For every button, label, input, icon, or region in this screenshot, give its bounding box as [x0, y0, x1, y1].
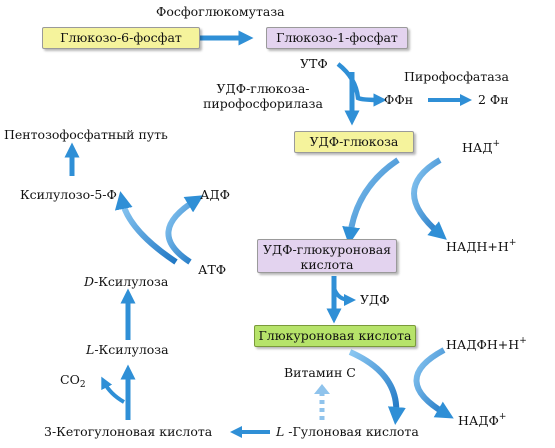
- l-xylulose-prefix: L: [86, 342, 95, 357]
- arrow-vitaminc-head: [314, 384, 330, 394]
- label-vitamin-c: Витамин С: [284, 365, 356, 380]
- label-l-gulonic-acid: L -Гулоновая кислота: [276, 425, 419, 439]
- box-udp-glucuronic-acid: УДФ-глюкуроновая кислота: [257, 239, 397, 273]
- arrow-udpglucose-udpglucuronic: [342, 157, 400, 245]
- label-utp: УТФ: [300, 56, 328, 71]
- arrow-atp-adp: [165, 195, 204, 265]
- label-l-xylulose: L-Ксилулоза: [86, 343, 169, 357]
- arrow-udp-release: [332, 287, 356, 306]
- nad-sup: +: [492, 139, 501, 149]
- nad-text: НАД: [462, 140, 493, 155]
- arrow-glucuronic-gulonic: [348, 349, 406, 425]
- co2-sub: 2: [79, 380, 86, 390]
- label-ppi: ФФн: [384, 92, 414, 107]
- label-xylulose-5-phosphate: Ксилулозо-5-Ф: [20, 187, 117, 202]
- enzyme-udp-glucose-pyrophosphorylase-1: УДФ-глюкоза-: [216, 81, 310, 96]
- box-glucose-6-phosphate: Глюкозо-6-фосфат: [42, 27, 200, 49]
- label-co2: СО2: [60, 372, 86, 390]
- arrow-co2-release: [101, 376, 126, 404]
- label-atp: АТФ: [198, 262, 227, 277]
- label-2pi: 2 Фн: [478, 92, 509, 107]
- arrow-nadph-nadp: [413, 347, 454, 419]
- nadh-text: НАДН+Н: [446, 239, 509, 254]
- label-3-ketogulonic-acid: 3-Кетогулоновая кислота: [44, 424, 213, 439]
- udp-glucuronic-line-1: УДФ-глюкуроновая: [262, 242, 392, 257]
- enzyme-phosphoglucomutase: Фосфоглюкомутаза: [156, 4, 285, 19]
- box-glucuronic-acid: Глюкуроновая кислота: [254, 325, 416, 347]
- d-xylulose-text: -Ксилулоза: [94, 274, 169, 289]
- nadh-sup: +: [508, 238, 517, 248]
- nadph-text: НАДФН+Н: [446, 337, 520, 352]
- l-gulonic-prefix: L: [276, 424, 285, 439]
- label-udp: УДФ: [360, 292, 390, 307]
- enzyme-udp-glucose-pyrophosphorylase-2: пирофосфорилаза: [203, 96, 323, 111]
- enzyme-pyrophosphatase: Пирофосфатаза: [404, 69, 509, 84]
- co2-text: СО: [60, 372, 80, 387]
- label-nad: НАД+: [462, 139, 501, 155]
- label-pentose-phosphate-path: Пентозофосфатный путь: [4, 127, 168, 142]
- nadph-sup: +: [519, 336, 527, 346]
- arrow-utp-ppi: [336, 62, 387, 107]
- arrow-nad-nadh: [411, 157, 447, 240]
- l-gulonic-text: -Гулоновая кислота: [284, 424, 419, 439]
- label-nadph: НАДФН+Н+: [446, 336, 527, 352]
- label-adp: АДФ: [200, 187, 231, 202]
- l-xylulose-text: -Ксилулоза: [94, 342, 169, 357]
- nadp-text: НАДФ: [458, 413, 499, 428]
- box-udp-glucose: УДФ-глюкоза: [294, 131, 414, 153]
- udp-glucuronic-line-2: кислота: [300, 257, 354, 272]
- nadp-sup: +: [498, 412, 507, 422]
- label-nadh: НАДН+Н+: [446, 238, 517, 254]
- d-xylulose-prefix: D: [84, 274, 95, 289]
- label-nadp: НАДФ+: [458, 412, 507, 428]
- label-d-xylulose: D-Ксилулоза: [84, 275, 168, 289]
- box-glucose-1-phosphate: Глюкозо-1-фосфат: [266, 27, 408, 49]
- arrow-dxylulose-x5p: [114, 191, 178, 265]
